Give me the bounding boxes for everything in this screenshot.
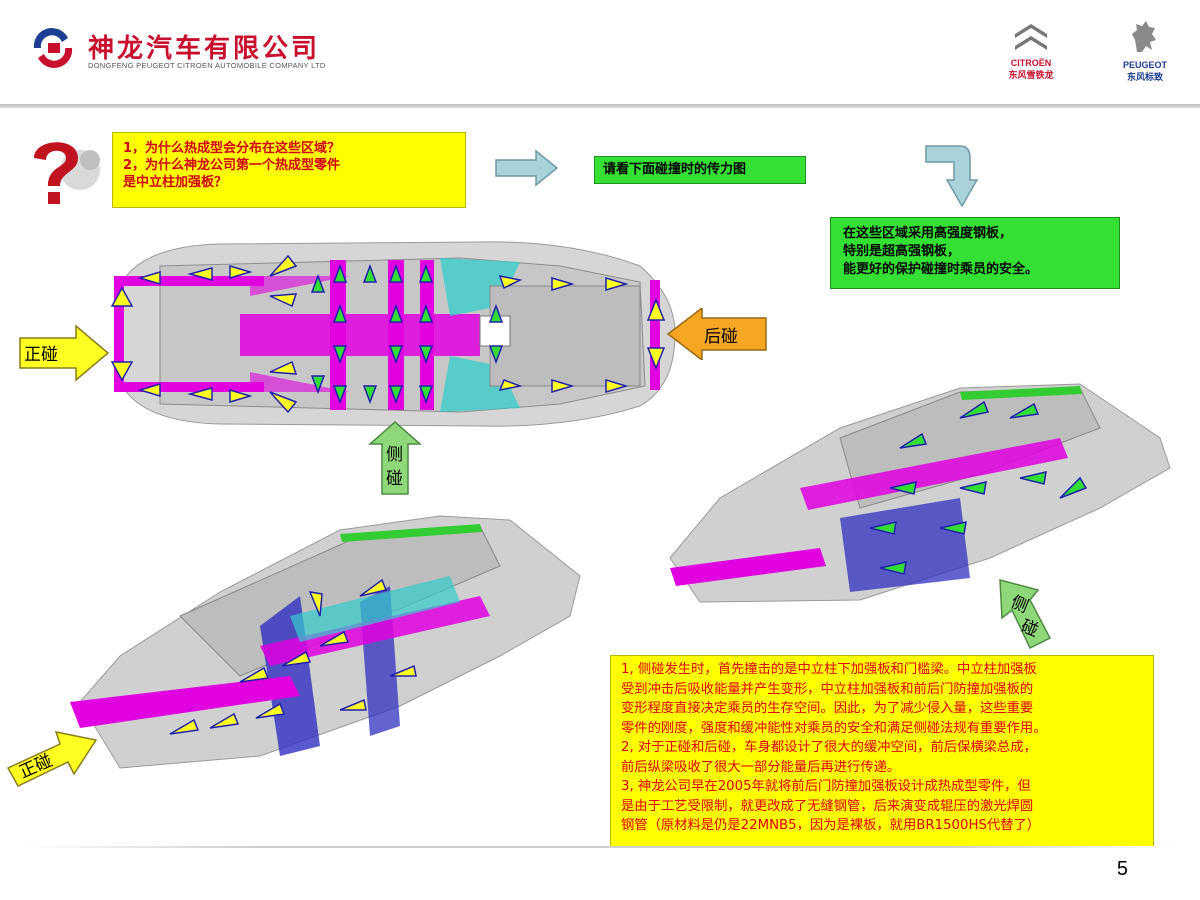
side-crash-label-top-1: 侧 xyxy=(386,445,403,465)
peugeot-name: PEUGEOT xyxy=(1122,60,1167,70)
question-mark-icon xyxy=(20,130,104,214)
note-line-7: 3, 神龙公司早在2005年就将前后门防撞加强板设计成热成型零件，但 xyxy=(621,779,1031,794)
note-line-1: 1, 侧碰发生时，首先撞击的是中立柱下加强板和门槛梁。中立柱加强板 xyxy=(621,662,1037,677)
citroen-chevrons-icon xyxy=(1015,24,1047,50)
underbody-top-view-figure xyxy=(100,236,680,432)
question-1: 1，为什么热成型会分布在这些区域？ xyxy=(123,141,341,156)
force-map-callout: 请看下面碰撞时的传力图 xyxy=(594,156,806,184)
note-line-6: 前后纵梁吸收了很大一部分能量后再进行传递。 xyxy=(621,759,901,775)
high-strength-callout: 在这些区域采用高强度钢板， 特别是超高强钢板， 能更好的保护碰撞时乘员的安全。 xyxy=(830,217,1120,289)
high-strength-line-3: 能更好的保护碰撞时乘员的安全。 xyxy=(843,262,1039,277)
force-map-callout-text: 请看下面碰撞时的传力图 xyxy=(603,162,747,177)
rear-crash-arrow: 后碰 xyxy=(666,308,768,360)
side-crash-arrow-top: 侧 碰 xyxy=(368,420,422,496)
company-logo-icon xyxy=(28,26,78,70)
peugeot-brand: PEUGEOT 东风标致 xyxy=(1112,18,1178,83)
body-in-white-front-view-figure xyxy=(60,506,590,776)
explanation-notes-box: 1, 侧碰发生时，首先撞击的是中立柱下加强板和门槛梁。中立柱加强板 受到冲击后吸… xyxy=(610,655,1154,847)
peugeot-lion-icon xyxy=(1132,21,1156,52)
high-strength-line-1: 在这些区域采用高强度钢板， xyxy=(843,226,1013,241)
rear-crash-label: 后碰 xyxy=(704,327,738,347)
questions-box: 1，为什么热成型会分布在这些区域？ 2，为什么神龙公司第一个热成型零件 是中立柱… xyxy=(112,132,466,208)
company-name-cn: 神龙汽车有限公司 xyxy=(88,34,321,64)
front-crash-arrow-bottom: 正碰 xyxy=(4,720,100,790)
right-arrow-icon xyxy=(494,148,560,188)
front-crash-arrow-top: 正碰 xyxy=(18,324,110,382)
note-line-9: 钢管（原材料是仍是22MNB5，因为是裸板，就用BR1500HS代替了） xyxy=(621,818,1041,833)
note-line-3: 变形程度直接决定乘员的生存空间。因此，为了减少侵入量，这些重要 xyxy=(621,701,1034,716)
note-line-4: 零件的刚度，强度和缓冲能性对乘员的安全和满足侧碰法规有重要作用。 xyxy=(621,720,1047,736)
note-line-2: 受到冲击后吸收能量并产生变形，中立柱加强板和前后门防撞加强板的 xyxy=(621,681,1034,697)
question-2-cont: 是中立柱加强板？ xyxy=(123,175,228,190)
side-crash-label-top-2: 碰 xyxy=(386,469,403,489)
citroen-brand: CITROËN 东风雪铁龙 xyxy=(1000,20,1062,81)
front-crash-label-top: 正碰 xyxy=(24,345,58,365)
note-line-5: 2, 对于正碰和后碰，车身都设计了很大的缓冲空间，前后保横梁总成， xyxy=(621,740,1037,755)
turn-down-arrow-icon xyxy=(924,144,979,208)
page-number: 5 xyxy=(1116,858,1128,880)
side-crash-arrow-right: 侧 碰 xyxy=(990,572,1056,652)
header-divider xyxy=(0,104,1200,108)
question-2: 2，为什么神龙公司第一个热成型零件 xyxy=(123,158,341,173)
company-name-en: DONGFENG PEUGEOT CITROEN AUTOMOBILE COMP… xyxy=(88,61,326,70)
footer-divider xyxy=(20,846,1180,848)
citroen-name: CITROËN xyxy=(1010,58,1052,68)
citroen-cn-name: 东风雪铁龙 xyxy=(1008,71,1054,81)
note-line-8: 是由于工艺受限制，就更改成了无缝钢管，后来演变成辊压的激光焊圆 xyxy=(621,798,1034,814)
body-in-white-side-view-figure xyxy=(660,378,1180,608)
high-strength-line-2: 特别是超高强钢板， xyxy=(843,244,961,259)
peugeot-cn-name: 东风标致 xyxy=(1126,73,1163,83)
